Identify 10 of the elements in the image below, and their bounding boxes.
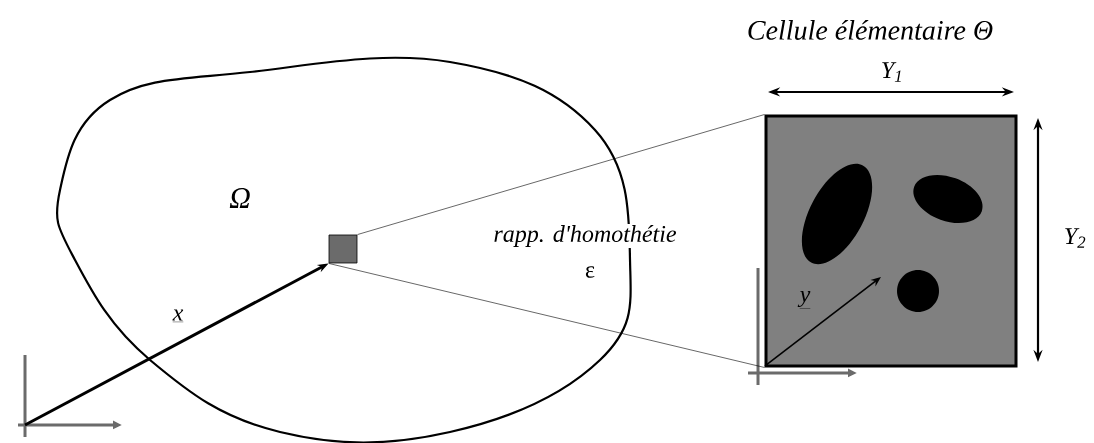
zoom-square — [328, 234, 358, 264]
vector-label: y — [797, 290, 811, 309]
zoom-line — [328, 263, 765, 368]
ratio-label: rapp. d'homothétie — [492, 224, 678, 248]
zoom-line — [357, 114, 765, 235]
dimension-label: Y$_{1}$ — [882, 62, 901, 82]
dimension-label: Y$_{2}$ — [1065, 228, 1086, 248]
ratio-symbol: ε — [585, 266, 595, 278]
vector-label: x — [172, 309, 184, 323]
node-label: Cellule élémentaire Θ — [748, 20, 993, 40]
